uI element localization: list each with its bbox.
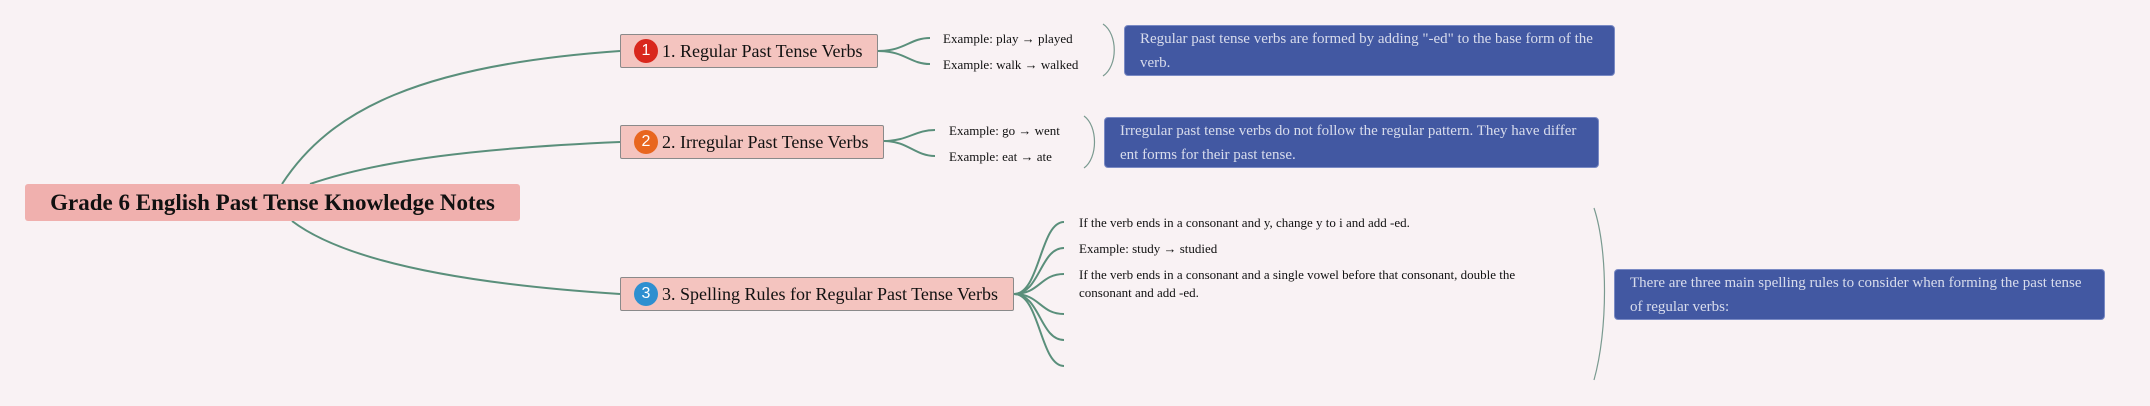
root-node[interactable]: Grade 6 English Past Tense Knowledge Not… xyxy=(25,184,520,221)
topic-3-label: 3. Spelling Rules for Regular Past Tense… xyxy=(662,283,999,304)
brace-topic-2 xyxy=(1083,115,1095,169)
connector-root-topic-1 xyxy=(281,50,621,185)
topic-3-rule-1: If the verb ends in a consonant and y, c… xyxy=(1079,215,1410,230)
brace-topic-3 xyxy=(1593,207,1606,381)
topic-1-summary-text: Regular past tense verbs are formed by a… xyxy=(1140,31,1593,71)
connector-root-topic-3 xyxy=(291,220,621,295)
connector-topic-1-example-2 xyxy=(877,50,931,65)
topic-2-example-1: Example: go → went xyxy=(949,123,1060,138)
topic-2-label: 2. Irregular Past Tense Verbs xyxy=(662,131,869,152)
number-3-badge-icon: 3 xyxy=(634,282,658,306)
topic-1-label: 1. Regular Past Tense Verbs xyxy=(662,40,863,61)
topic-3-summary-text: There are three main spelling rules to c… xyxy=(1630,275,2082,315)
topic-1-example-2: Example: walk → walked xyxy=(943,57,1079,72)
connector-topic-3-rule-5 xyxy=(1013,293,1065,341)
connector-topic-3-rule-1 xyxy=(1013,221,1065,295)
topic-2-summary[interactable]: Irregular past tense verbs do not follow… xyxy=(1104,117,1599,168)
topic-1-example-1: Example: play → played xyxy=(943,31,1073,46)
connector-topic-2-example-2 xyxy=(883,140,936,157)
connector-topic-3-rule-6 xyxy=(1013,293,1065,367)
root-title: Grade 6 English Past Tense Knowledge Not… xyxy=(50,189,495,215)
topic-3-node[interactable]: 3 3. Spelling Rules for Regular Past Ten… xyxy=(620,277,1014,311)
number-1-badge-icon: 1 xyxy=(634,39,658,63)
topic-2-node[interactable]: 2 2. Irregular Past Tense Verbs xyxy=(620,125,884,159)
brace-topic-1 xyxy=(1102,23,1115,77)
connector-topic-1-example-1 xyxy=(877,37,931,52)
topic-3-rule-3: If the verb ends in a consonant and a si… xyxy=(1079,267,1516,300)
topic-3-summary[interactable]: There are three main spelling rules to c… xyxy=(1614,269,2105,320)
connector-topic-2-example-1 xyxy=(883,129,936,142)
topic-2-summary-text: Irregular past tense verbs do not follow… xyxy=(1120,123,1577,163)
topic-2-example-2: Example: eat → ate xyxy=(949,149,1052,164)
connector-topic-3-rule-3 xyxy=(1013,273,1065,295)
topic-1-summary[interactable]: Regular past tense verbs are formed by a… xyxy=(1124,25,1615,76)
connector-topic-3-rule-2 xyxy=(1013,247,1065,295)
connector-root-topic-2 xyxy=(309,141,621,185)
number-2-badge-icon: 2 xyxy=(634,130,658,154)
topic-3-rule-2: Example: study → studied xyxy=(1079,241,1218,256)
topic-1-node[interactable]: 1 1. Regular Past Tense Verbs xyxy=(620,34,878,68)
